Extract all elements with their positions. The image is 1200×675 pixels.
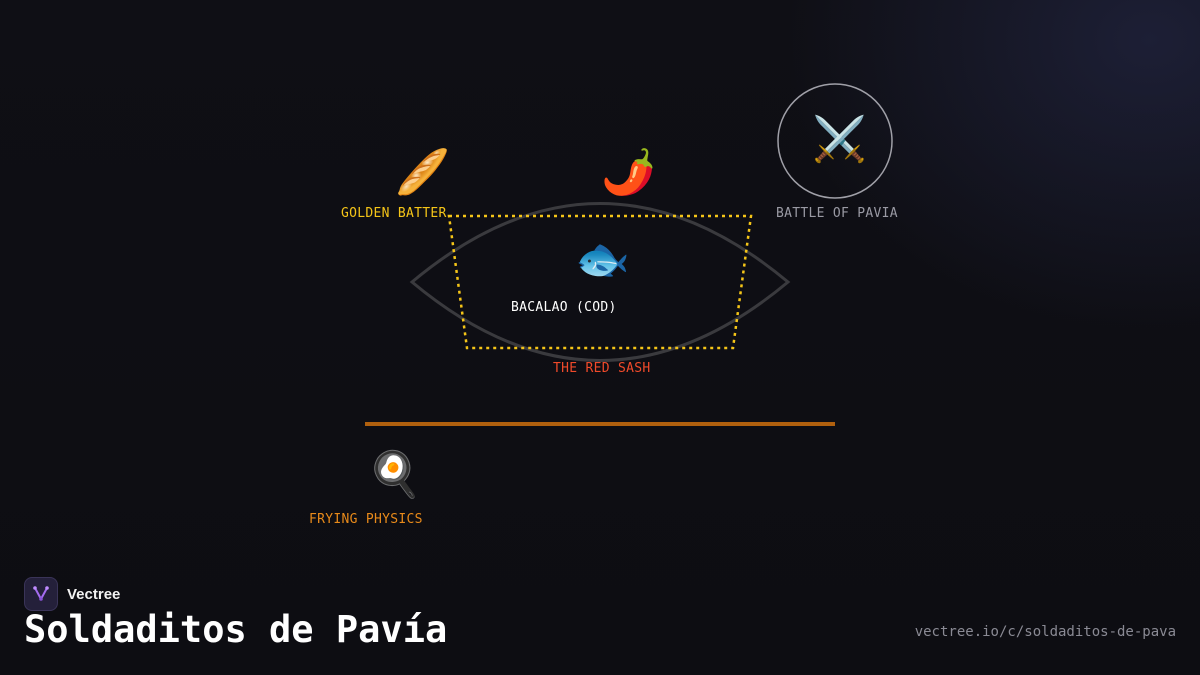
page-url[interactable]: vectree.io/c/soldaditos-de-pava bbox=[914, 624, 1176, 640]
fish-icon: 🐟 bbox=[575, 234, 630, 285]
page-title: Soldaditos de Pavía bbox=[24, 608, 448, 651]
red-sash-outline bbox=[447, 214, 753, 350]
frying-pan-icon: 🍳 bbox=[367, 449, 422, 500]
brand-name: Vectree bbox=[67, 585, 121, 603]
bacalao-label: BACALAO (COD) bbox=[511, 300, 617, 315]
golden-batter-label: GOLDEN BATTER bbox=[341, 206, 447, 221]
red-sash-label: THE RED SASH bbox=[553, 361, 651, 376]
brand[interactable]: Vectree bbox=[24, 577, 120, 611]
frying-physics-label: FRYING PHYSICS bbox=[309, 512, 423, 527]
battle-of-pavia-label: BATTLE OF PAVIA bbox=[776, 206, 898, 221]
battle-circle bbox=[777, 83, 893, 199]
fish-outline-shape bbox=[409, 202, 791, 362]
baguette-icon: 🥖 bbox=[395, 147, 450, 198]
crossed-swords-icon: ⚔️ bbox=[812, 114, 867, 165]
chili-pepper-icon: 🌶️ bbox=[601, 147, 656, 198]
vectree-logo-icon bbox=[24, 577, 58, 611]
